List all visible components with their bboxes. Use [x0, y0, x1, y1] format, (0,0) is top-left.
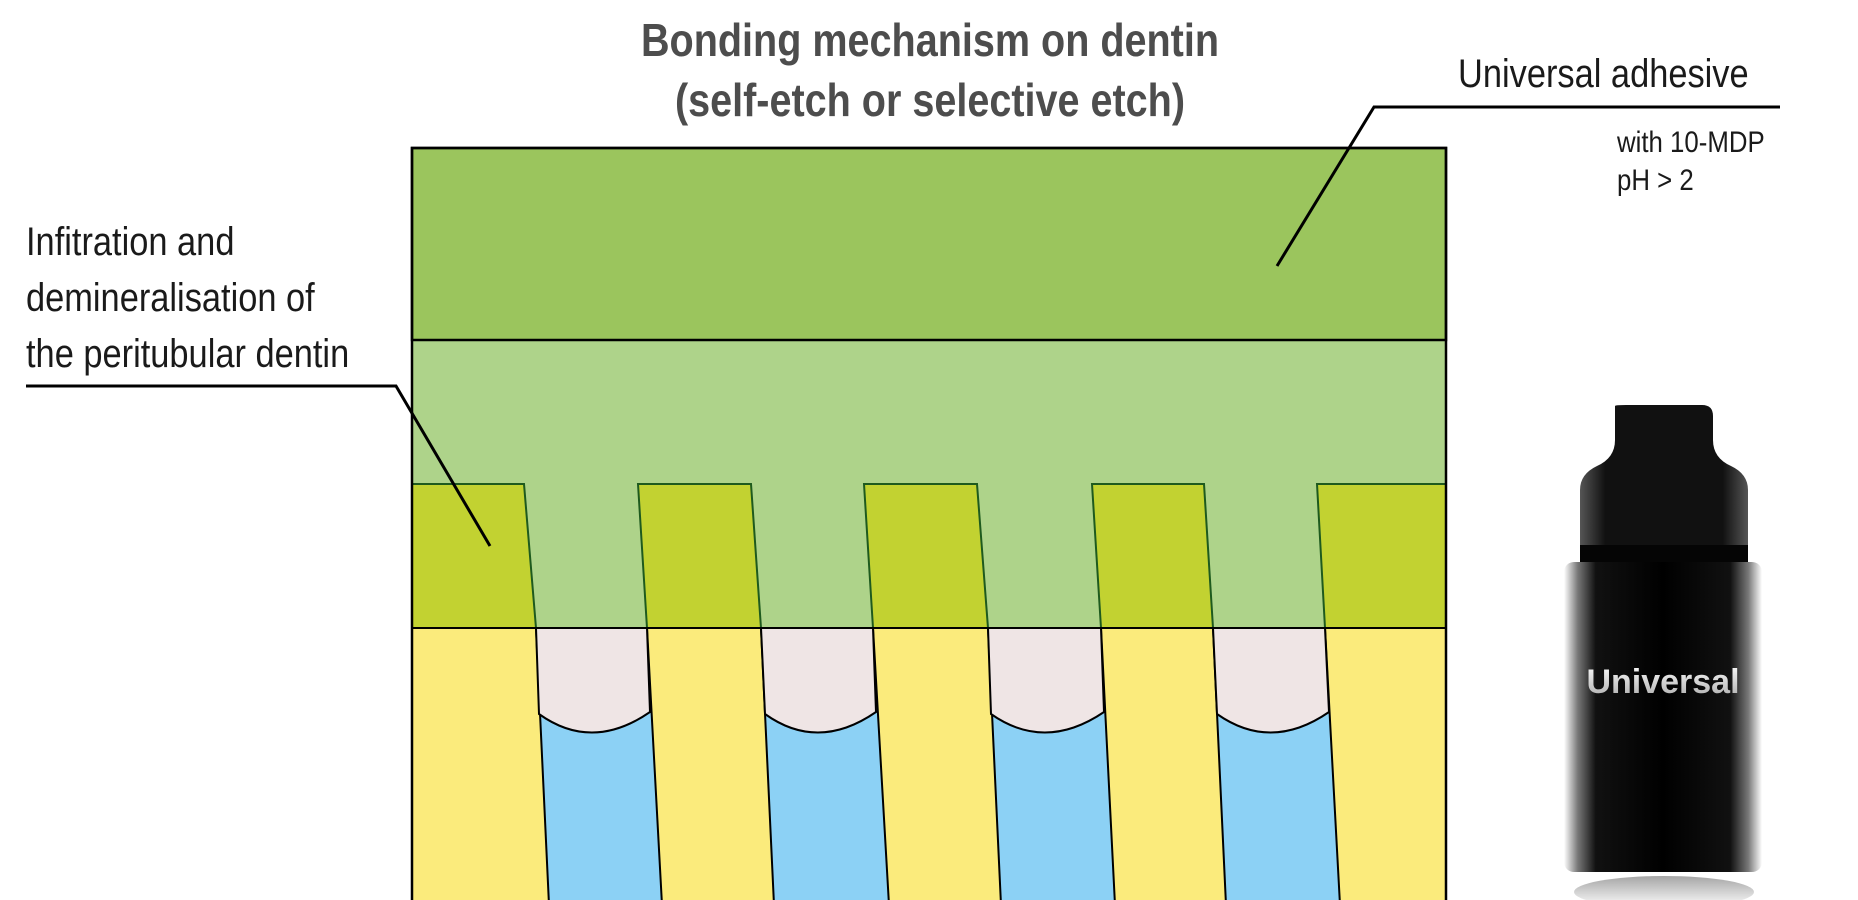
dentin-tubule [759, 627, 890, 900]
adhesive-leader-line [1275, 105, 1780, 267]
adhesive-property-ph: pH > 2 [1617, 164, 1694, 197]
bottle-label: Universal [1586, 663, 1739, 701]
adhesive-bottle: Universal [1564, 405, 1762, 900]
demineralised-block [411, 483, 538, 629]
diagram-outline [410, 146, 1448, 900]
infiltration-leader-line [26, 384, 492, 547]
dentin-tubule [534, 627, 663, 900]
infiltration-label: Infitration and demineralisation of the … [26, 214, 349, 382]
adhesive-layer [410, 146, 1448, 342]
demineralised-dentin-blocks [411, 483, 1447, 629]
demineralised-block [1315, 483, 1447, 629]
demineralised-block [862, 483, 990, 629]
adhesive-properties: with 10-MDP pH > 2 [1617, 124, 1765, 200]
adhesive-property-mdp: with 10-MDP [1617, 126, 1765, 159]
infiltration-label-line-1: Infitration and [26, 220, 235, 264]
bottle-cap [1580, 405, 1748, 560]
tubule-plug [986, 627, 1106, 734]
infiltration-label-line-3: the peritubular dentin [26, 332, 350, 376]
tubule-plug [759, 627, 878, 734]
dentin-tubule [1211, 627, 1341, 900]
bottle-body [1564, 562, 1762, 872]
infiltration-label-line-2: demineralisation of [26, 276, 315, 320]
tubule-plug [534, 627, 652, 734]
title-line-1: Bonding mechanism on dentin [640, 14, 1220, 66]
demineralised-block [1090, 483, 1215, 629]
dentin-tubules [534, 627, 1341, 900]
title-line-2: (self-etch or selective etch) [674, 74, 1186, 126]
diagram-title: Bonding mechanism on dentin (self-etch o… [534, 10, 1325, 130]
demineralised-block [636, 483, 763, 629]
universal-adhesive-label: Universal adhesive [1458, 52, 1749, 96]
bottle-shadow [1574, 876, 1754, 900]
bottle-neck [1580, 545, 1748, 567]
dentin-tubule [986, 627, 1116, 900]
tubule-plug [1211, 627, 1331, 734]
